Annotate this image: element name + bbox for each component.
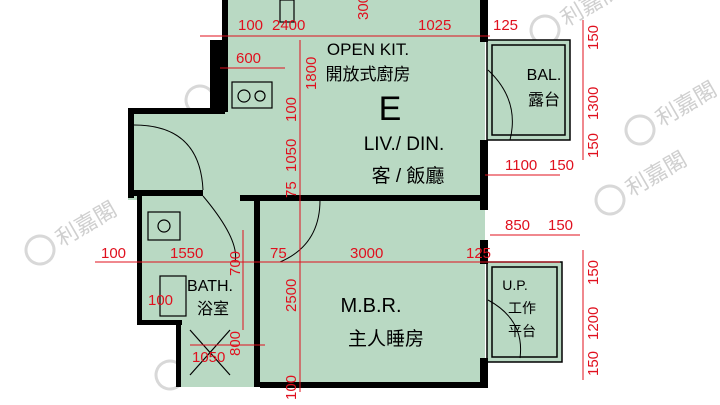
lower-bath-floor (180, 325, 260, 387)
toilet (159, 275, 187, 317)
dimension-label: 100 (238, 17, 263, 34)
fridge (279, 0, 295, 23)
dimension-label: 1100 (505, 157, 537, 174)
master-bedroom-label-en: M.B.R. (340, 295, 401, 317)
dimension-label: 1025 (418, 17, 451, 34)
dimension-lines (95, 20, 584, 392)
basin-drain (157, 219, 171, 233)
dimension-label: 100 (101, 245, 126, 262)
wall (128, 108, 134, 198)
dimension-label: 150 (585, 25, 602, 50)
bath-door-swing (202, 195, 237, 263)
dimension-label: 300 (355, 0, 372, 20)
fixtures (147, 0, 295, 376)
entrance-door-swing (133, 124, 204, 191)
dimension-label: 700 (227, 251, 244, 276)
stove (231, 81, 273, 109)
dimension-label: 150 (548, 217, 573, 234)
dimension-label: 1550 (170, 245, 203, 262)
dimension-label: 75 (270, 245, 287, 262)
dimension-label: 125 (493, 17, 518, 34)
wall (254, 195, 260, 387)
kitchen-label-zh: 開放式廚房 (326, 64, 411, 84)
wall (480, 0, 488, 42)
bath-label-zh: 浴室 (197, 300, 229, 318)
living-floor (128, 112, 485, 200)
dimension-label: 1800 (303, 57, 320, 90)
svg-text:利嘉閣: 利嘉閣 (621, 147, 691, 202)
balcony-floor (487, 40, 570, 140)
dimension-label: 850 (505, 217, 530, 234)
balcony-railing (486, 39, 571, 141)
master-bedroom-label-zh: 主人睡房 (348, 328, 424, 350)
dimension-label: 1300 (585, 87, 602, 120)
kitchen-floor (225, 0, 485, 112)
dimension-label: 150 (585, 260, 602, 285)
wall (480, 358, 488, 388)
watermark-logo: 利嘉閣 (624, 77, 720, 146)
wall (128, 190, 203, 196)
dimension-label: 150 (585, 133, 602, 158)
dimension-label: 600 (236, 50, 261, 67)
utility-platform-label-zh-2: 平台 (508, 323, 536, 339)
stove-burner (254, 90, 266, 102)
dimension-label: 100 (283, 97, 300, 122)
svg-text:利嘉閣: 利嘉閣 (651, 77, 720, 132)
dimension-label: 1050 (192, 349, 225, 366)
living-label-en: LIV./ DIN. (364, 134, 445, 155)
wall (480, 140, 488, 210)
wall (260, 382, 485, 388)
dimension-label: 1050 (283, 139, 300, 172)
kitchen-label-en: OPEN KIT. (327, 40, 409, 59)
dimension-label: 2500 (283, 279, 300, 312)
dimension-label: 1200 (585, 307, 602, 340)
walls (128, 0, 488, 388)
wall (222, 0, 228, 40)
wall (176, 320, 181, 387)
door-swings (133, 69, 522, 359)
wall (137, 195, 142, 325)
wall (480, 240, 488, 264)
watermark-logo: 利嘉閣 (594, 147, 691, 216)
balcony-door-swing (487, 69, 513, 141)
bedroom-door-swing (279, 199, 321, 263)
dimension-label: 75 (283, 181, 300, 198)
utility-platform-floor (487, 262, 562, 362)
bath-floor (137, 195, 257, 325)
wall (240, 195, 485, 201)
utility-railing-inner (491, 266, 558, 358)
wall (210, 40, 228, 112)
shower-cross (189, 329, 231, 376)
wall (128, 108, 225, 114)
dimension-label: 100 (148, 292, 173, 309)
svg-text:利嘉閣: 利嘉閣 (51, 197, 121, 252)
balcony-railing-inner (491, 44, 566, 136)
living-label-zh: 客 / 飯廳 (372, 165, 445, 187)
dimension-label: 800 (227, 331, 244, 356)
balcony-label-zh: 露台 (528, 91, 560, 109)
unit-label: E (379, 90, 402, 128)
dimension-label: 125 (466, 245, 491, 262)
stove-burner (237, 89, 251, 103)
wash-basin (147, 211, 181, 241)
dimension-label: 3000 (350, 245, 383, 262)
floor-areas (128, 0, 570, 387)
utility-platform-label-en: U.P. (502, 277, 527, 293)
utility-platform-label-zh-1: 工作 (508, 300, 536, 316)
master-bedroom-floor (260, 200, 485, 385)
utility-door-swing (487, 299, 522, 359)
bath-label-en: BATH. (187, 278, 233, 295)
dimension-label: 150 (549, 157, 574, 174)
dimension-label: 2400 (272, 17, 305, 34)
balcony-label-en: BAL. (527, 67, 562, 84)
wall (137, 320, 182, 325)
dimension-label: 150 (585, 351, 602, 376)
dimension-label: 100 (283, 375, 300, 400)
